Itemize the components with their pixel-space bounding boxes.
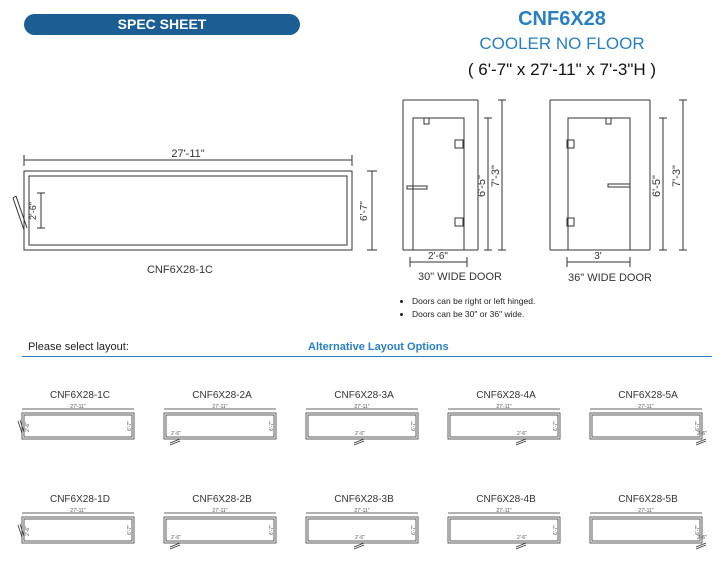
layout-thumbnail: 27'-11" 6'-7" 2'-6" <box>17 404 135 440</box>
layout-door-label: 2'-6" <box>517 535 527 541</box>
model-subtitle: COOLER NO FLOOR <box>479 34 645 53</box>
door30-width-label: 2'-6" <box>428 251 448 262</box>
layout-option-cnf6x28-2a[interactable]: CNF6X28-2A 27'-11" 6'-7" 2'-6" <box>162 390 282 460</box>
layout-width-label: 6'-7" <box>127 525 133 535</box>
layout-option-name: CNF6X28-4A <box>476 390 536 401</box>
layout-thumbnail: 27'-11" 6'-7" 2'-6" <box>447 404 561 446</box>
layout-width-label: 6'-7" <box>553 421 559 431</box>
layout-option-cnf6x28-5a[interactable]: CNF6X28-5A 27'-11" 6'-7"2'-6" <box>588 390 708 460</box>
layout-door-label: 2'-6" <box>355 535 365 541</box>
layout-door-label: 2'-6" <box>517 431 527 437</box>
layout-thumbnail: 27'-11" 6'-7"2'-6" <box>589 508 707 550</box>
layout-thumbnail: 27'-11" 6'-7" 2'-6" <box>305 508 419 550</box>
layout-option-cnf6x28-1c[interactable]: CNF6X28-1C 27'-11" 6'-7" 2'-6" <box>17 390 140 460</box>
door-notes: Doors can be right or left hinged. Doors… <box>398 296 535 322</box>
layout-option-name: CNF6X28-1C <box>49 390 111 401</box>
spec-sheet-banner: SPEC SHEET <box>24 14 300 35</box>
select-layout-label: Please select layout: <box>28 341 129 353</box>
layout-door-label: 2'-6" <box>25 422 31 432</box>
layout-option-cnf6x28-3b[interactable]: CNF6X28-3B 27'-11" 6'-7" 2'-6" <box>304 494 424 564</box>
layout-option-name: CNF6X28-2A <box>192 390 252 401</box>
layout-option-name: CNF6X28-1D <box>49 494 111 505</box>
layout-option-cnf6x28-4b[interactable]: CNF6X28-4B 27'-11" 6'-7" 2'-6" <box>446 494 566 564</box>
layout-width-label: 6'-7" <box>269 525 275 535</box>
layout-option-cnf6x28-5b[interactable]: CNF6X28-5B 27'-11" 6'-7"2'-6" <box>588 494 708 564</box>
layout-thumbnail: 27'-11" 6'-7" 2'-6" <box>163 404 277 446</box>
layout-option-cnf6x28-3a[interactable]: CNF6X28-3A 27'-11" 6'-7" 2'-6" <box>304 390 424 460</box>
layout-door-label: 2'-6" <box>697 431 707 437</box>
model-title: CNF6X28 <box>518 8 606 30</box>
layout-option-name: CNF6X28-4B <box>476 494 536 505</box>
layout-door-label: 2'-6" <box>171 535 181 541</box>
layout-option-cnf6x28-1d[interactable]: CNF6X28-1D 27'-11" 6'-7" 2'-6" <box>17 494 140 564</box>
alternative-layouts-heading: Alternative Layout Options <box>308 341 449 353</box>
layout-width-label: 6'-7" <box>411 525 417 535</box>
layout-length-label: 27'-11" <box>354 508 369 514</box>
layout-width-label: 6'-7" <box>269 421 275 431</box>
layout-door-label: 2'-6" <box>355 431 365 437</box>
layout-width-label: 6'-7" <box>695 421 701 431</box>
section-divider <box>22 356 712 357</box>
layout-length-label: 27'-11" <box>70 404 85 410</box>
main-length-label: 27'-11" <box>171 148 204 160</box>
note-item: Doors can be 30" or 36" wide. <box>412 309 535 319</box>
layout-option-cnf6x28-2b[interactable]: CNF6X28-2B 27'-11" 6'-7" 2'-6" <box>162 494 282 564</box>
door30-outer-height: 7'-3" <box>490 165 502 187</box>
layout-width-label: 6'-7" <box>553 525 559 535</box>
note-item: Doors can be right or left hinged. <box>412 296 535 306</box>
layout-length-label: 27'-11" <box>638 404 653 410</box>
layout-length-label: 27'-11" <box>212 508 227 514</box>
layout-option-cnf6x28-4a[interactable]: CNF6X28-4A 27'-11" 6'-7" 2'-6" <box>446 390 566 460</box>
layout-option-name: CNF6X28-2B <box>192 494 252 505</box>
layout-door-label: 2'-6" <box>171 431 181 437</box>
layout-thumbnail: 27'-11" 6'-7"2'-6" <box>589 404 707 446</box>
layout-length-label: 27'-11" <box>354 404 369 410</box>
door36-width-label: 3' <box>594 251 602 262</box>
door36-outer-height: 7'-3" <box>671 165 683 187</box>
layout-width-label: 6'-7" <box>127 421 133 431</box>
layout-length-label: 27'-11" <box>496 404 511 410</box>
main-width-label: 6'-7" <box>359 201 370 221</box>
layout-length-label: 27'-11" <box>212 404 227 410</box>
door36-caption: 36" WIDE DOOR <box>568 272 652 284</box>
layout-option-name: CNF6X28-5A <box>618 390 678 401</box>
layout-option-name: CNF6X28-5B <box>618 494 678 505</box>
layout-thumbnail: 27'-11" 6'-7" 2'-6" <box>305 404 419 446</box>
model-dimensions: ( 6'-7" x 27'-11" x 7'-3"H ) <box>467 60 657 79</box>
layout-door-label: 2'-6" <box>25 526 31 536</box>
layout-width-label: 6'-7" <box>695 525 701 535</box>
door30-inner-height: 6'-5" <box>476 175 488 197</box>
layout-length-label: 27'-11" <box>496 508 511 514</box>
main-door-label: 2'-6" <box>28 202 38 220</box>
layout-width-label: 6'-7" <box>411 421 417 431</box>
layout-option-name: CNF6X28-3B <box>334 494 394 505</box>
door30-caption: 30" WIDE DOOR <box>418 271 502 283</box>
layout-length-label: 27'-11" <box>638 508 653 514</box>
main-plan-caption: CNF6X28-1C <box>146 264 214 276</box>
layout-thumbnail: 27'-11" 6'-7" 2'-6" <box>447 508 561 550</box>
layout-thumbnail: 27'-11" 6'-7" 2'-6" <box>163 508 277 550</box>
layout-length-label: 27'-11" <box>70 508 85 514</box>
layout-option-name: CNF6X28-3A <box>334 390 394 401</box>
layout-thumbnail: 27'-11" 6'-7" 2'-6" <box>17 508 135 544</box>
layout-door-label: 2'-6" <box>697 535 707 541</box>
door36-inner-height: 6'-5" <box>651 175 663 197</box>
